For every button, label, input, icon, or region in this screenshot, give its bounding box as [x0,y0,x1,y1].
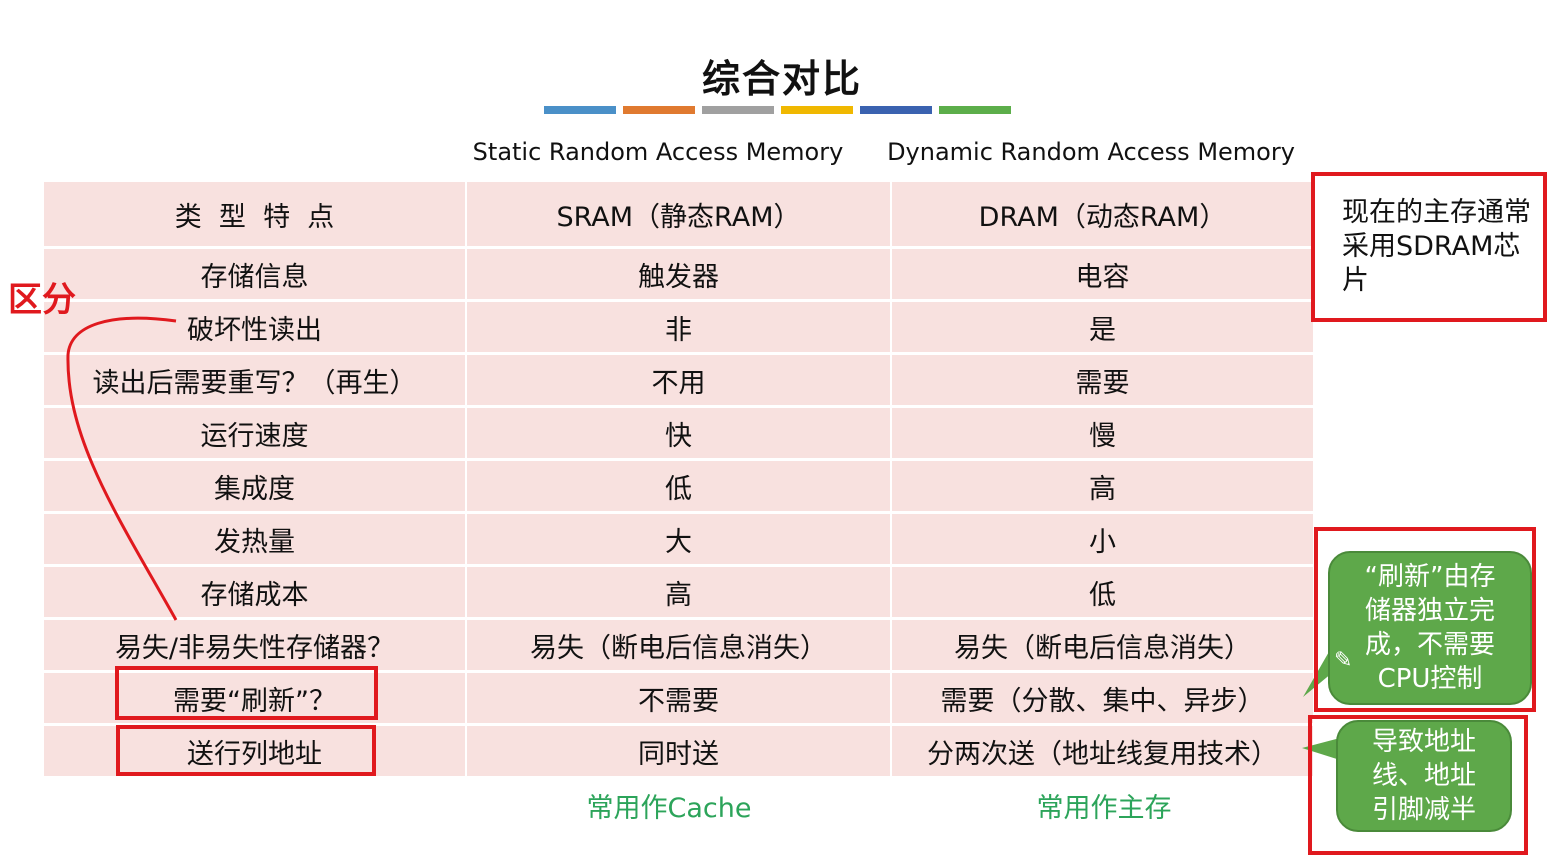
comparison-table: 类 型 特 点 SRAM（静态RAM） DRAM（动态RAM） 存储信息 触发器… [42,179,1315,779]
table-header-row: 类 型 特 点 SRAM（静态RAM） DRAM（动态RAM） [44,182,1313,246]
row-dram: 分两次送（地址线复用技术） [892,726,1313,776]
refresh-callout-text: “刷新”由存储器独立完成，不需要CPU控制 [1364,562,1496,694]
row-sram: 不用 [467,355,890,405]
table-row: 易失/非易失性存储器？ 易失（断电后信息消失） 易失（断电后信息消失） [44,620,1313,670]
title-underline-segment [939,106,1011,114]
row-feature: 易失/非易失性存储器？ [44,620,465,670]
dram-usage-label: 常用作主存 [1036,793,1172,824]
dram-full-name: Dynamic Random Access Memory [887,138,1295,166]
table-row: 存储信息 触发器 电容 [44,249,1313,299]
title-underline-segment [860,106,932,114]
address-callout-text: 导致地址线、地址引脚减半 [1371,727,1476,825]
row-sram: 同时送 [467,726,890,776]
row-sram: 快 [467,408,890,458]
highlight-box-refresh [115,666,378,720]
bubble-pointer [1302,738,1340,760]
pencil-icon: ✎ [1334,648,1353,673]
row-dram: 高 [892,461,1313,511]
row-feature: 需要“刷新”？ [44,673,465,723]
sram-full-name: Static Random Access Memory [472,138,844,166]
row-feature: 送行列地址 [44,726,465,776]
title-underline-segment [702,106,774,114]
title-underline-segment [781,106,853,114]
page-title: 综合对比 [701,57,862,101]
row-dram: 需要 [892,355,1313,405]
row-sram: 触发器 [467,249,890,299]
table-row: 送行列地址 同时送 分两次送（地址线复用技术） [44,726,1313,776]
title-underline-segment [623,106,695,114]
table-row: 运行速度 快 慢 [44,408,1313,458]
row-feature: 破坏性读出 [44,302,465,352]
title-underline-segment [544,106,616,114]
row-sram: 低 [467,461,890,511]
bracket-curve [66,316,178,621]
header-feature: 类 型 特 点 [44,182,465,246]
row-dram: 需要（分散、集中、异步） [892,673,1313,723]
row-sram: 易失（断电后信息消失） [467,620,890,670]
row-feature: 运行速度 [44,408,465,458]
table-row: 发热量 大 小 [44,514,1313,564]
row-sram: 大 [467,514,890,564]
sdram-note-text: 现在的主存通常采用SDRAM芯片 [1342,197,1531,296]
row-dram: 慢 [892,408,1313,458]
row-feature: 集成度 [44,461,465,511]
row-dram: 小 [892,514,1313,564]
header-dram: DRAM（动态RAM） [892,182,1313,246]
refresh-callout-box [1314,527,1536,712]
address-callout-box [1308,715,1528,855]
sram-usage-label: 常用作Cache [586,793,752,824]
header-sram: SRAM（静态RAM） [467,182,890,246]
table-row: 读出后需要重写？（再生） 不用 需要 [44,355,1313,405]
distinguish-annotation: 区分 [8,280,76,320]
row-dram: 电容 [892,249,1313,299]
table-row: 需要“刷新”？ 不需要 需要（分散、集中、异步） [44,673,1313,723]
refresh-callout-bubble: “刷新”由存储器独立完成，不需要CPU控制 [1328,551,1532,705]
row-feature: 存储成本 [44,567,465,617]
table-row: 存储成本 高 低 [44,567,1313,617]
row-feature: 发热量 [44,514,465,564]
row-feature: 读出后需要重写？（再生） [44,355,465,405]
row-sram: 非 [467,302,890,352]
row-sram: 高 [467,567,890,617]
highlight-box-address [116,725,376,776]
row-dram: 易失（断电后信息消失） [892,620,1313,670]
table-row: 集成度 低 高 [44,461,1313,511]
address-callout-bubble: 导致地址线、地址引脚减半 [1336,720,1512,832]
row-dram: 低 [892,567,1313,617]
row-sram: 不需要 [467,673,890,723]
table-row: 破坏性读出 非 是 [44,302,1313,352]
sdram-note-box [1311,172,1547,322]
row-dram: 是 [892,302,1313,352]
row-feature: 存储信息 [44,249,465,299]
